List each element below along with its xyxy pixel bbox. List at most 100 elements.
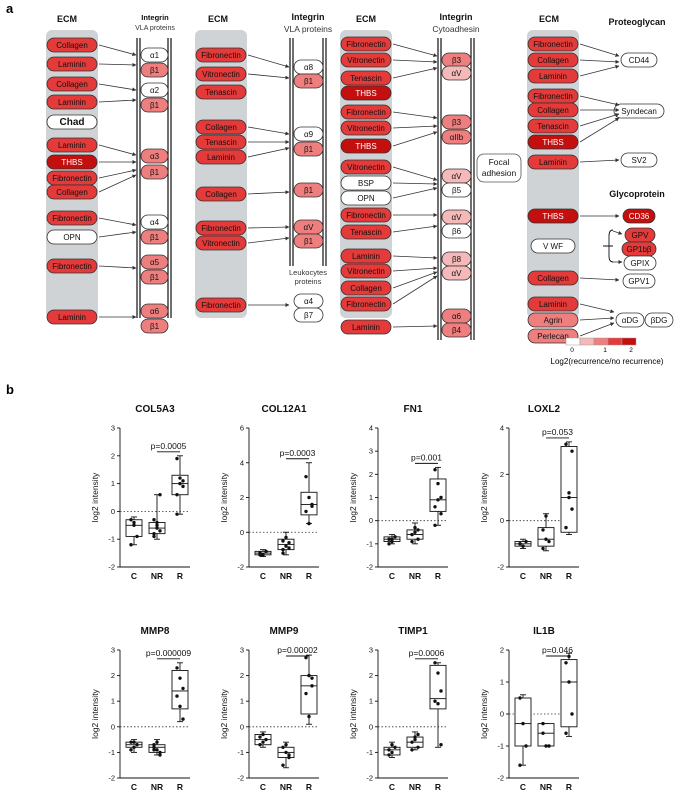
ecm4-item-10-label: Collagen — [537, 274, 569, 283]
data-point — [439, 743, 443, 747]
ecm1-item-1-label: Laminin — [58, 60, 86, 69]
receptor-item-7: GPV1 — [622, 273, 656, 289]
data-point — [416, 745, 420, 749]
ecm1-item-12-label: Laminin — [58, 313, 86, 322]
data-point — [439, 495, 443, 500]
receptor-item-5: GP1bβ — [621, 241, 657, 257]
data-point — [541, 731, 545, 735]
arrow — [247, 73, 290, 80]
header-ecm-1: ECM — [57, 14, 77, 24]
header-vla-2: VLA proteins — [284, 24, 332, 34]
legend-title: Log2(recurrence/no recurrence) — [551, 357, 664, 366]
y-tick-label: 3 — [369, 646, 373, 655]
data-point — [181, 479, 185, 483]
header-integrin-2: Integrin — [292, 12, 325, 22]
data-point — [413, 735, 417, 739]
y-tick-label: 3 — [240, 646, 244, 655]
x-category-label: NR — [409, 571, 421, 581]
y-tick-label: 1 — [369, 493, 373, 502]
int3-item-4: αV — [441, 168, 472, 184]
data-point — [416, 537, 420, 541]
data-point — [390, 743, 394, 747]
legend-tick-1: 1 — [603, 347, 607, 354]
int2-item-1: β1 — [293, 73, 324, 89]
chart-title: LOXL2 — [528, 404, 561, 415]
data-point — [524, 744, 528, 748]
y-tick-label: 3 — [369, 447, 373, 456]
y-tick-label: 1 — [111, 697, 115, 706]
ecm3-item-6: THBS — [340, 138, 392, 154]
data-point — [158, 750, 162, 755]
data-point — [433, 661, 437, 665]
x-category-label: C — [389, 571, 395, 581]
y-tick-label: -1 — [366, 539, 373, 548]
data-point — [258, 743, 262, 747]
data-point — [152, 518, 156, 522]
data-point — [416, 732, 420, 737]
int1-item-10-label: α6 — [150, 307, 160, 316]
ecm3-item-12: Laminin — [340, 248, 392, 264]
ecm2-item-7-label: Fibronectin — [201, 224, 241, 233]
int3-item-8: β8 — [441, 251, 472, 267]
arrow — [98, 230, 137, 238]
y-tick-label: -1 — [108, 748, 115, 757]
ecm3-item-15: Fibronectin — [340, 296, 392, 312]
x-category-label: R — [435, 782, 441, 792]
y-tick-label: 0 — [369, 516, 373, 525]
data-point — [281, 547, 285, 552]
header-vla-1: VLA proteins — [135, 25, 175, 32]
int2-item-8-label: β7 — [304, 311, 314, 320]
int1-item-7: β1 — [140, 229, 169, 245]
data-point — [310, 676, 314, 680]
arrow — [392, 43, 438, 57]
data-point — [287, 755, 291, 760]
data-point — [521, 721, 525, 726]
int1-item-7-label: β1 — [150, 233, 160, 242]
x-category-label: R — [177, 782, 183, 792]
x-category-label: R — [435, 571, 441, 581]
ecm3-item-15-label: Fibronectin — [346, 300, 386, 309]
data-point — [570, 712, 574, 716]
ecm1-item-11: Fibronectin — [46, 258, 98, 274]
y-tick-label: 4 — [500, 424, 504, 433]
y-tick-label: 0 — [500, 710, 504, 719]
data-point — [544, 537, 548, 541]
int3-item-10: α6 — [441, 308, 472, 324]
int1-item-4-label: α3 — [150, 152, 160, 161]
data-point — [518, 696, 522, 700]
arrow — [392, 59, 438, 64]
data-point — [178, 481, 182, 486]
data-point — [567, 680, 571, 684]
data-point — [129, 740, 133, 744]
arrow — [392, 271, 438, 289]
int3-item-5-label: β5 — [452, 186, 462, 195]
ecm1-item-12: Laminin — [46, 309, 98, 325]
y-tick-label: -1 — [108, 535, 115, 544]
ecm3-item-6-label: THBS — [355, 142, 376, 151]
x-category-label: R — [566, 571, 572, 581]
arrow — [247, 190, 290, 195]
ecm3-item-1: Vitronectin — [340, 52, 392, 68]
data-point — [436, 702, 440, 706]
data-point — [304, 509, 308, 514]
int1-item-3: β1 — [140, 97, 169, 113]
y-tick-label: -2 — [497, 563, 504, 572]
data-point — [261, 732, 265, 737]
int3-item-5: β5 — [441, 182, 472, 198]
int3-item-1-label: αV — [452, 69, 463, 78]
y-axis-label: log2 intensity — [219, 688, 229, 738]
ecm3-item-7: Vitronectin — [340, 159, 392, 175]
arrow — [392, 266, 438, 272]
x-category-label: NR — [151, 571, 163, 581]
data-point — [304, 474, 308, 479]
focal-adhesion-box — [476, 153, 522, 183]
ecm4-item-1-label: Collagen — [537, 56, 569, 65]
ecm1-item-10: OPN — [46, 229, 98, 245]
data-point — [258, 735, 262, 739]
data-point — [387, 542, 391, 546]
int3-item-6: αV — [441, 209, 472, 225]
y-tick-label: 2 — [500, 646, 504, 655]
x-category-label: NR — [151, 782, 163, 792]
